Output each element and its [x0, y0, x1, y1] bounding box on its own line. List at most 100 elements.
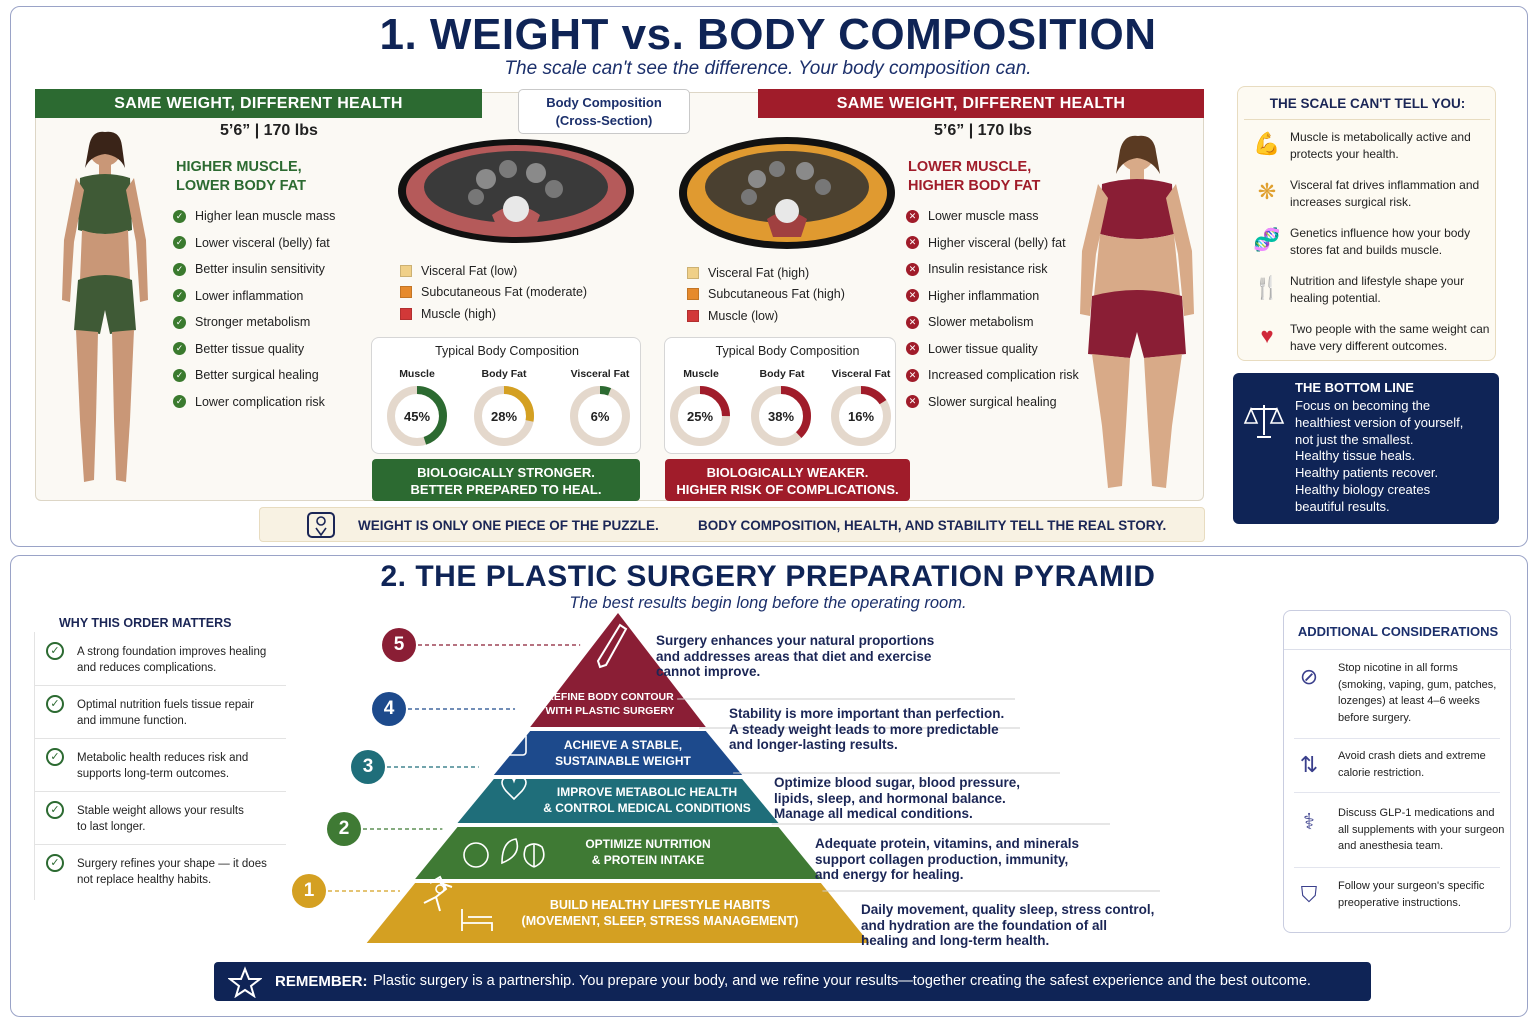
legend-item: Muscle (low) [687, 305, 845, 327]
list-item-text: Lower inflammation [195, 288, 304, 303]
check-circle-icon: ✓ [46, 695, 64, 713]
shield-check-icon: ⛉ [1300, 882, 1318, 907]
check-icon: ✓ [173, 209, 186, 223]
level-description-line: A steady weight leads to more predictabl… [729, 721, 999, 737]
list-item-text: Higher visceral (belly) fat [928, 235, 1066, 250]
donut-label: Body Fat [759, 368, 805, 380]
additional-divider [1294, 792, 1500, 793]
list-item: ✕Lower tissue quality [906, 336, 1079, 363]
additional-divider [1284, 649, 1512, 650]
pyramid-level-5 [530, 613, 706, 727]
level-label-line: BUILD HEALTHY LIFESTYLE HABITS [549, 898, 771, 912]
list-item: ✓Stronger metabolism [173, 309, 335, 336]
additional-item-text: Stop nicotine in all forms(smoking, vapi… [1338, 660, 1510, 726]
sliders-icon: ⇅ [1299, 752, 1319, 777]
list-item-text: Increased complication risk [928, 368, 1079, 383]
level-label-line: (MOVEMENT, SLEEP, STRESS MANAGEMENT) [521, 914, 799, 928]
scalpel-icon [596, 623, 628, 669]
check-icon: ✓ [173, 342, 186, 356]
pyramid-level-3 [457, 779, 779, 823]
x-icon: ✕ [906, 315, 919, 329]
donut-label: Muscle [683, 368, 719, 380]
right-composition-box: Typical Body Composition Muscle Body Fat… [664, 337, 896, 454]
list-item: ✓Lower visceral (belly) fat [173, 230, 335, 257]
list-item-text: Slower metabolism [928, 315, 1034, 330]
donut-arc [831, 386, 891, 446]
scale-cant-tell-box: THE SCALE CAN'T TELL YOU: 💪Muscle is met… [1237, 86, 1496, 361]
why-order-line: not replace healthy habits. [77, 874, 212, 886]
level-description-line: lipids, sleep, and hormonal balance. [774, 790, 1006, 806]
x-icon: ✕ [906, 342, 919, 356]
why-order-line: to last longer. [77, 821, 146, 833]
level-description-line: Surgery enhances your natural proportion… [656, 633, 935, 648]
donut-label: Muscle [399, 368, 435, 380]
additional-item-line: Avoid crash diets and extreme [1338, 750, 1486, 762]
donut-arc [670, 386, 730, 446]
level-label-line: & CONTROL MEDICAL CONDITIONS [543, 801, 751, 815]
why-order-line: and reduces complications. [77, 662, 217, 674]
scale-box-divider [1244, 119, 1490, 120]
higher-fat-woman-figure [1080, 135, 1194, 488]
why-order-line: and immune function. [77, 715, 187, 727]
heart-health-icon [501, 775, 527, 801]
list-item: ✕ Slower metabolism [906, 309, 1079, 336]
donut-value: 16% [848, 409, 874, 424]
list-item-text: Higher lean muscle mass [195, 209, 336, 224]
level-label-line: ACHIEVE A STABLE, [563, 738, 683, 752]
why-order-text: Surgery refines your shape — it does not … [77, 856, 292, 888]
left-banner: SAME WEIGHT, DIFFERENT HEALTH [35, 89, 482, 118]
no-smoking-icon: ⊘ [1299, 664, 1319, 689]
additional-item-line: all supplements with your surgeon [1338, 823, 1505, 836]
list-item-text: Better insulin sensitivity [195, 262, 325, 277]
legend-text: Subcutaneous Fat (moderate) [421, 285, 588, 300]
donut-value: 28% [491, 409, 517, 424]
scale-box-item-text: Two people with the same weight can have… [1290, 322, 1490, 353]
bottom-line-line: healthiest version of yourself, [1295, 414, 1464, 430]
right-verdict-line1: BIOLOGICALLY WEAKER. [706, 465, 869, 480]
additional-considerations-box: ADDITIONAL CONSIDERATIONS [1283, 610, 1512, 933]
list-item: ✕Higher visceral (belly) fat [906, 230, 1079, 257]
level-description-line: Stability is more important than perfect… [729, 706, 1005, 721]
bed-icon [461, 909, 493, 931]
level-description-line: Optimize blood sugar, blood pressure, [774, 775, 1021, 790]
level-label-line: IMPROVE METABOLIC HEALTH [556, 785, 738, 799]
list-item-text: Lower visceral (belly) fat [195, 235, 330, 250]
level-number-2: 2 [327, 812, 361, 846]
level-number-4: 4 [372, 692, 406, 726]
x-icon: ✕ [906, 289, 919, 303]
preparation-pyramid [328, 613, 1160, 943]
scale-box-title: THE SCALE CAN'T TELL YOU: [1269, 96, 1466, 111]
legend-swatch [400, 286, 412, 299]
legend-text: Visceral Fat (high) [708, 265, 810, 280]
right-risk-list: ✕Lower muscle mass ✕Higher visceral (bel… [906, 203, 1079, 415]
scale-box-item-text: Visceral fat drives inflammation and inc… [1290, 178, 1480, 209]
legend-swatch [400, 307, 412, 320]
additional-item-line: Follow your surgeon's specific [1338, 880, 1485, 892]
scale-box-item-text: Genetics influence how your body stores … [1290, 226, 1471, 257]
legend-text: Muscle (low) [708, 308, 779, 323]
why-order-line: Surgery refines your shape — it does [77, 858, 267, 870]
additional-divider [1294, 867, 1500, 868]
level-label-line: OPTIMIZE NUTRITION [585, 837, 711, 851]
medication-icon: ⚕ [1303, 809, 1315, 834]
check-circle-icon: ✓ [46, 642, 64, 660]
level-label-line: WITH PLASTIC SURGERY [545, 705, 675, 717]
scale-icon [503, 732, 527, 756]
left-benefit-list: ✓Higher lean muscle mass ✓Lower visceral… [173, 203, 335, 415]
donut-label: Visceral Fat [570, 368, 630, 380]
level-label-1: BUILD HEALTHY LIFESTYLE HABITS (MOVEMENT,… [520, 897, 800, 929]
pyramid-level-4 [493, 731, 743, 775]
fat-cells-icon: ❋ [1257, 179, 1277, 204]
check-icon: ✓ [173, 289, 186, 303]
donut-value: 45% [404, 409, 430, 424]
legend-item: Subcutaneous Fat (high) [687, 284, 845, 306]
lean-cross-section-image [398, 139, 634, 243]
level-description-line: and energy for healing. [815, 867, 964, 882]
why-order-divider [34, 685, 286, 686]
why-order-line: Stable weight allows your results [77, 805, 244, 817]
list-item-text: Insulin resistance risk [928, 262, 1048, 277]
remember-text: Plastic surgery is a partnership. You pr… [373, 973, 1311, 989]
